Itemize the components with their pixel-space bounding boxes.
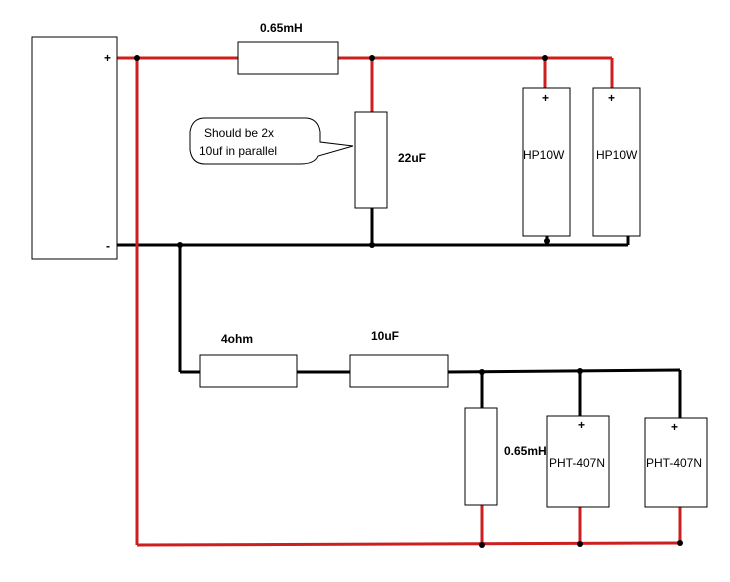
- speaker-hp10w-2-label: HP10W: [596, 148, 638, 162]
- source-plus-sign: +: [104, 51, 111, 65]
- inductor-top-body: [237, 41, 339, 75]
- speaker-hp10w-2-body: [592, 87, 641, 237]
- source-minus-sign: -: [106, 239, 110, 253]
- speaker-pht407n-2: + PHT-407N: [644, 417, 708, 508]
- inductor-top-label: 0.65mH: [260, 21, 303, 35]
- junction-dot: [542, 55, 548, 61]
- junction-dot: [479, 369, 485, 375]
- speaker-pht407n-1-body: [546, 415, 610, 508]
- junction-dot: [134, 55, 140, 61]
- junction-dot: [677, 540, 683, 546]
- junction-dot: [577, 541, 583, 547]
- speaker-hp10w-2: + HP10W: [592, 87, 641, 237]
- junction-dot: [479, 542, 485, 548]
- junction-dot: [369, 242, 375, 248]
- junction-dot: [177, 242, 183, 248]
- capacitor-22uf: 22uF: [354, 111, 426, 209]
- resistor-4ohm-label: 4ohm: [221, 332, 253, 346]
- note-bubble: [189, 117, 354, 165]
- capacitor-10uf-label: 10uF: [371, 329, 399, 343]
- junction-dot: [577, 368, 583, 374]
- speaker-pht407n-2-plus: +: [671, 420, 678, 434]
- inductor-bottom-label: 0.65mH: [504, 444, 547, 458]
- note-line-2: 10uf in parallel: [199, 144, 277, 158]
- resistor-4ohm: 4ohm: [199, 332, 298, 388]
- capacitor-10uf: 10uF: [349, 329, 449, 388]
- speaker-pht407n-1: + PHT-407N: [546, 415, 610, 508]
- speaker-hp10w-1-body: [522, 87, 571, 237]
- source-box: [31, 36, 118, 260]
- junction-dot: [369, 55, 375, 61]
- speaker-hp10w-1-label: HP10W: [523, 148, 565, 162]
- junction-dots: [134, 55, 683, 548]
- note-callout: Should be 2x 10uf in parallel: [189, 117, 354, 165]
- capacitor-22uf-body: [354, 111, 388, 209]
- tweeter-bus-wire: [447, 368, 681, 374]
- capacitor-22uf-label: 22uF: [398, 151, 426, 165]
- inductor-bottom: 0.65mH: [464, 407, 547, 506]
- speaker-hp10w-2-plus: +: [608, 91, 615, 105]
- speaker-pht407n-1-plus: +: [578, 418, 585, 432]
- inductor-bottom-body: [464, 407, 498, 506]
- inductor-top: 0.65mH: [237, 21, 339, 75]
- capacitor-10uf-body: [349, 354, 449, 388]
- junction-dot: [544, 238, 550, 244]
- note-line-1: Should be 2x: [204, 126, 274, 140]
- speaker-hp10w-1: + HP10W: [522, 87, 571, 237]
- speaker-pht407n-2-label: PHT-407N: [646, 456, 702, 470]
- power-source: + -: [31, 36, 118, 260]
- resistor-4ohm-body: [199, 354, 298, 388]
- bottom-bus-wire: [136, 541, 681, 547]
- speaker-pht407n-2-body: [644, 417, 708, 508]
- speaker-hp10w-1-plus: +: [542, 91, 549, 105]
- speaker-pht407n-1-label: PHT-407N: [549, 456, 605, 470]
